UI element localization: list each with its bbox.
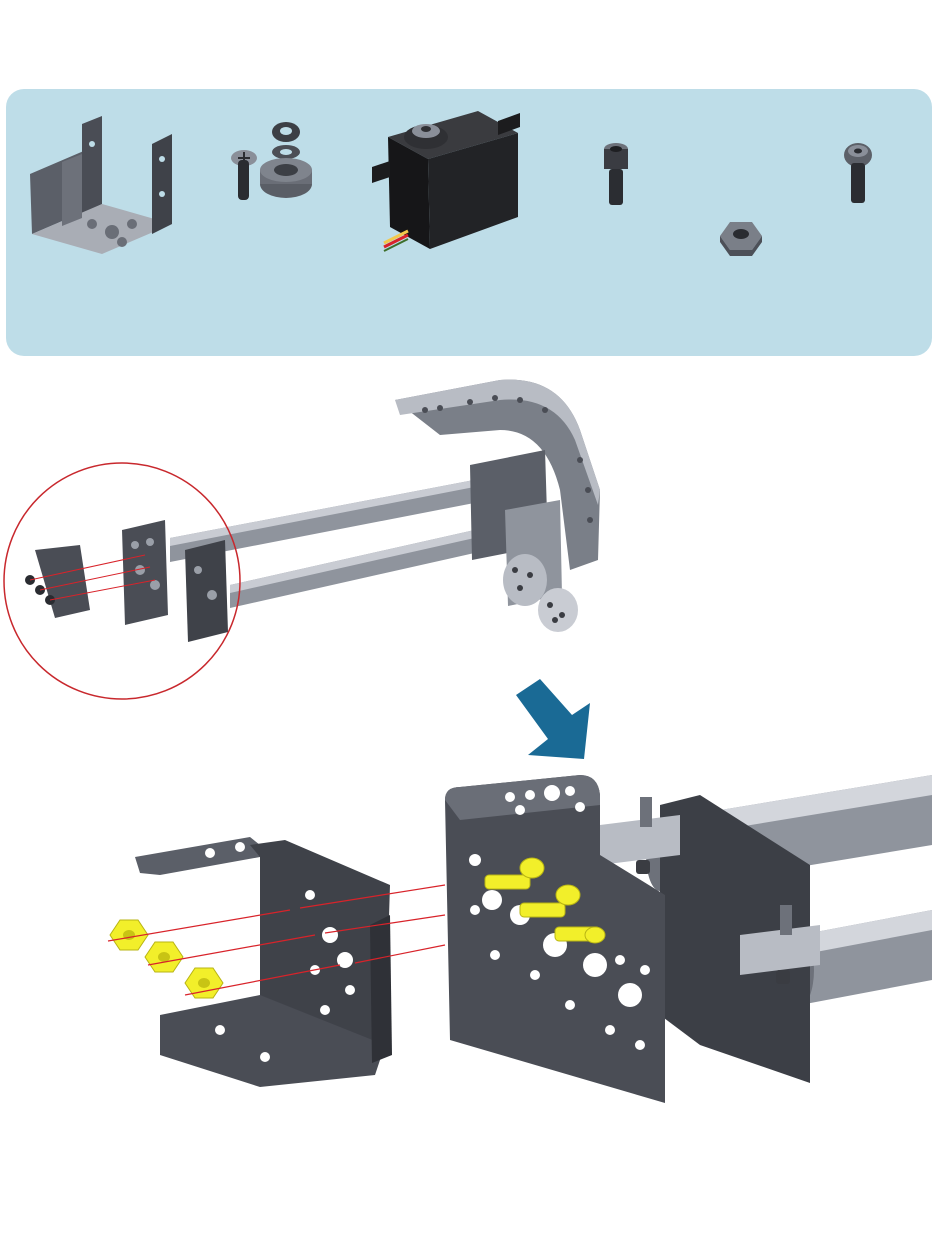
kep-nut-icon — [716, 214, 766, 259]
servo-motor-icon — [368, 97, 528, 257]
socket-head-cap-screw-icon — [601, 139, 631, 209]
bracket-fastening-detail — [100, 765, 932, 1115]
bracket-fastening-detail-icon — [100, 765, 932, 1115]
overview-assembly — [0, 370, 640, 710]
button-head-screw-icon — [842, 139, 874, 209]
multi-purpose-servo-bracket-icon — [22, 114, 182, 254]
parts-panel — [6, 89, 932, 356]
servo-horn-screw-and-spacer-icon — [228, 114, 328, 214]
down-right-arrow-icon — [510, 675, 610, 765]
exploded-arm-assembly-icon — [0, 370, 640, 710]
